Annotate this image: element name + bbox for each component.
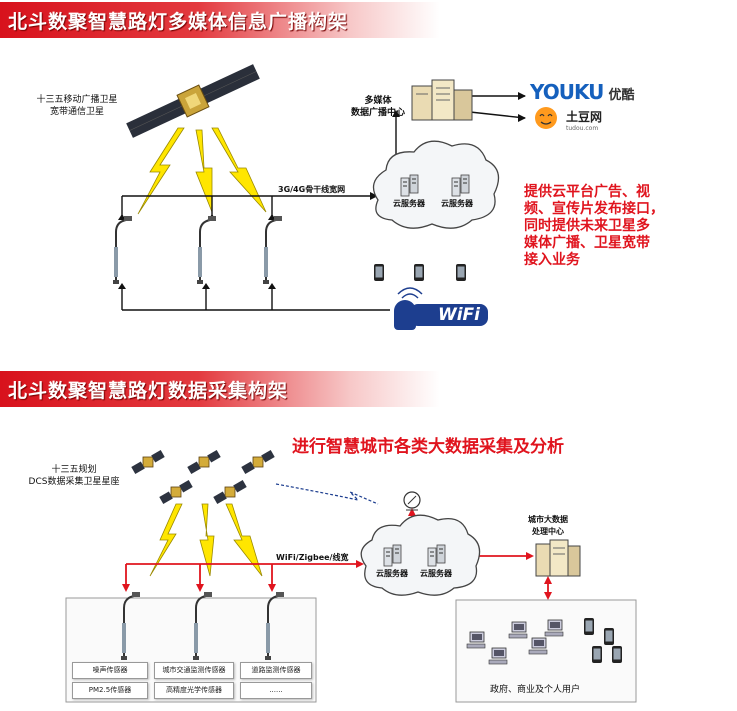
satellite-dish-icon — [403, 491, 421, 511]
street-lamp-icon — [196, 215, 217, 285]
dcs-satellite-icon — [240, 449, 276, 475]
phone-icon — [456, 264, 466, 281]
big-data-center-label: 城市大数据 处理中心 — [528, 515, 568, 536]
mobile-device-icon — [592, 646, 602, 663]
bottom-title: 北斗数聚智慧路灯数据采集构架 — [8, 380, 289, 402]
street-lamp-icon — [262, 215, 283, 285]
workstation-icon — [528, 637, 548, 655]
service-description: 提供云平台广告、视 频、宣传片发布接口， 同时提供未来卫星多 媒体广播、卫星宽带… — [524, 184, 664, 268]
sensor-pm25: PM2.5传感器 — [72, 682, 148, 699]
top-title: 北斗数聚智慧路灯多媒体信息广播构架 — [8, 11, 349, 33]
sensor-optical: 高精度光学传感器 — [154, 682, 234, 699]
bottom-title-banner: 北斗数聚智慧路灯数据采集构架 — [0, 371, 440, 407]
sensor-noise: 噪声传感器 — [72, 662, 148, 679]
cloud-icon — [372, 140, 500, 229]
broadcast-satellite-icon — [126, 64, 260, 138]
workstation-icon — [544, 619, 564, 637]
cloud-server-label: 云服务器 — [376, 569, 408, 578]
cloud-server-label: 云服务器 — [441, 199, 473, 208]
users-label: 政府、商业及个人用户 — [490, 685, 581, 695]
wireless-signal-bolts — [149, 503, 263, 577]
cloud-server-label: 云服务器 — [393, 199, 425, 208]
wifi-badge: WiFi — [388, 296, 498, 336]
phone-icon — [374, 264, 384, 281]
backbone-label: 3G/4G骨干线宽网 — [278, 185, 346, 194]
dcs-satellite-icon — [130, 449, 166, 475]
analysis-headline: 进行智慧城市各类大数据采集及分析 — [292, 437, 564, 457]
phone-icon — [414, 264, 424, 281]
workstation-icon — [466, 631, 486, 649]
cloud-server-label: 云服务器 — [420, 569, 452, 578]
wireless-signal-bolts — [137, 127, 267, 215]
youku-logo: YOUKU 优酷 — [530, 80, 635, 104]
dcs-satellite-label: 十三五规划 DCS数据采集卫星星座 — [28, 465, 120, 487]
workstation-icon — [508, 621, 528, 639]
mobile-device-icon — [584, 618, 594, 635]
dcs-satellite-icon — [212, 479, 248, 505]
dcs-satellite-icon — [186, 449, 222, 475]
cloud-icon — [360, 514, 481, 596]
wifi-person-icon — [394, 300, 416, 330]
tudou-logo-icon — [535, 107, 557, 129]
mobile-device-icon — [612, 646, 622, 663]
mobile-device-icon — [604, 628, 614, 645]
top-title-banner: 北斗数聚智慧路灯多媒体信息广播构架 — [0, 2, 440, 38]
wifi-signal-icon — [397, 287, 423, 299]
street-lamp-icon — [112, 215, 133, 285]
dcs-satellite-icon — [158, 479, 194, 505]
sensor-more: ...... — [240, 682, 312, 699]
wifi-logo-text: WiFi — [410, 304, 488, 326]
network-label: WiFi/Zigbee/线宽 — [276, 553, 349, 562]
datacenter-server-icon — [535, 539, 581, 577]
tudou-logo: 土豆网 tudou.com — [566, 110, 603, 132]
sensor-road: 道路监测传感器 — [240, 662, 312, 679]
datacenter-label: 多媒体 数据广播中心 — [350, 96, 405, 118]
satellite-label: 十三五移动广播卫星 宽带通信卫星 — [36, 95, 118, 117]
satellite-link-line — [275, 483, 379, 505]
workstation-icon — [488, 647, 508, 665]
datacenter-server-icon — [411, 79, 473, 121]
sensor-traffic: 城市交通监测传感器 — [154, 662, 234, 679]
